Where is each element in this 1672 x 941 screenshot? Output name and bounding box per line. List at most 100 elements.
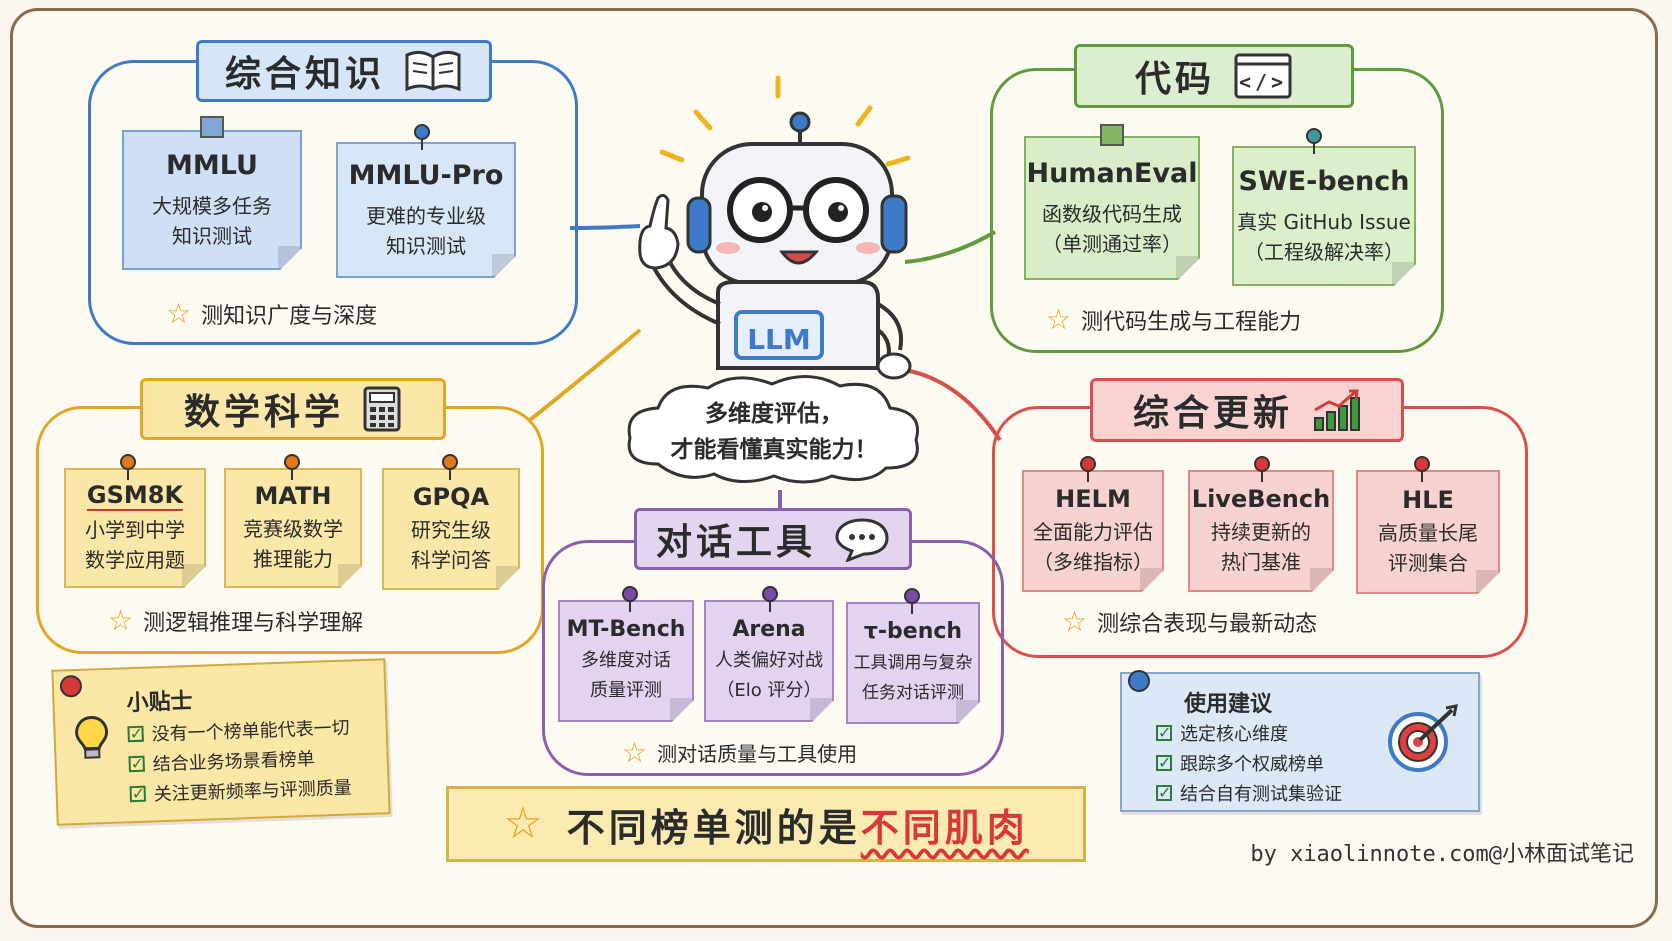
note-humaneval: HumanEval 函数级代码生成 （单测通过率） (1024, 136, 1200, 280)
note-desc: 研究生级 (411, 518, 491, 542)
note-desc: 评测集合 (1388, 551, 1468, 575)
note-desc: （Elo 评分） (716, 679, 822, 701)
banner-text: 不同榜单测的是 (566, 805, 861, 850)
advice-card: 使用建议 ✓选定核心维度 ✓跟踪多个权威榜单 ✓结合自有测试集验证 (1120, 670, 1480, 812)
note-title: HELM (1055, 485, 1131, 513)
checkbox-icon: ✓ (1156, 723, 1172, 742)
note-title: HumanEval (1026, 157, 1198, 189)
math-title-box: 数学科学 (140, 378, 446, 440)
cloud-line-1: 多维度评估， (705, 401, 843, 427)
note-mmlu: MMLU 大规模多任务 知识测试 (122, 130, 302, 270)
note-mt-bench: MT-Bench 多维度对话 质量评测 (558, 600, 694, 722)
checkbox-icon: ✓ (1156, 753, 1172, 772)
note-desc: 工具调用与复杂 (853, 652, 973, 673)
pin-icon (904, 588, 920, 614)
thought-cloud: 多维度评估， 才能看懂真实能力！ (618, 368, 930, 488)
note-title: MATH (254, 482, 332, 510)
pin-icon (284, 454, 300, 480)
note-desc: 持续更新的 (1211, 520, 1311, 544)
pin-icon (1080, 456, 1096, 482)
note-desc: 人类偏好对战 (715, 649, 823, 671)
note-desc: 多维度对话 (581, 649, 671, 671)
note-title: GSM8K (86, 481, 184, 509)
update-title: 综合更新 (1132, 393, 1293, 434)
checkbox-icon: ✓ (129, 783, 147, 804)
chat-bubble-icon (834, 516, 890, 562)
svg-text:</>: </> (1239, 70, 1287, 94)
note-desc: 大规模多任务 (152, 193, 272, 218)
note-desc: 数学应用题 (85, 548, 185, 572)
note-arena: Arena 人类偏好对战 （Elo 评分） (704, 600, 834, 722)
calculator-icon (362, 385, 402, 433)
advice-item: ✓结合自有测试集验证 (1156, 783, 1342, 805)
lightbulb-icon (73, 714, 111, 765)
note-math: MATH 竞赛级数学 推理能力 (224, 468, 362, 588)
advice-item: ✓选定核心维度 (1156, 723, 1288, 745)
credit-text: by xiaolinnote.com@小林面试笔记 (1250, 842, 1634, 867)
note-title: HLE (1402, 486, 1454, 514)
note-desc: 全面能力评估 (1033, 520, 1153, 544)
advice-item: ✓跟踪多个权威榜单 (1156, 753, 1324, 775)
note-desc: 函数级代码生成 (1042, 201, 1182, 226)
pin-icon (762, 586, 778, 612)
robot-badge: LLM (747, 322, 811, 356)
advice-title: 使用建议 (1184, 692, 1273, 717)
code-title-box: 代码 </> (1074, 44, 1354, 108)
knowledge-title-box: 综合知识 (196, 40, 492, 102)
note-title: Arena (732, 616, 806, 642)
update-title-box: 综合更新 (1090, 378, 1404, 442)
target-icon (1384, 704, 1464, 778)
pin-icon (414, 124, 430, 150)
note-desc: 热门基准 (1221, 550, 1301, 574)
note-livebench: LiveBench 持续更新的 热门基准 (1188, 470, 1334, 592)
checkbox-icon: ✓ (127, 723, 144, 744)
note-gsm8k: GSM8K 小学到中学 数学应用题 (64, 468, 206, 588)
pin-icon (1254, 456, 1270, 482)
dialog-title-box: 对话工具 (634, 508, 912, 570)
note-desc: 高质量长尾 (1378, 521, 1478, 545)
pushpin-icon (1128, 670, 1150, 692)
checkbox-icon: ✓ (1156, 783, 1172, 802)
update-footer-text: 测综合表现与最新动态 (1097, 612, 1318, 637)
note-desc: 竞赛级数学 (243, 517, 343, 541)
banner-emphasis: 不同肌肉 (860, 805, 1029, 850)
pin-icon (1414, 456, 1430, 482)
code-footer-text: 测代码生成与工程能力 (1081, 310, 1302, 335)
knowledge-footer: ☆ 测知识广度与深度 (166, 298, 377, 330)
note-desc: 知识测试 (172, 223, 252, 248)
note-desc: 小学到中学 (85, 518, 185, 542)
note-desc: 质量评测 (590, 679, 662, 701)
dialog-footer: ☆ 测对话质量与工具使用 (622, 738, 857, 767)
note-desc: 知识测试 (386, 233, 466, 258)
note-title: MMLU (166, 149, 258, 181)
tips-card: 小贴士 ✓没有一个榜单能代表一切 ✓结合业务场景看榜单 ✓关注更新频率与评测质量 (51, 658, 391, 826)
pin-icon (1306, 128, 1322, 154)
pin-icon (442, 454, 458, 480)
star-icon: ☆ (1062, 605, 1088, 638)
note-title: LiveBench (1191, 485, 1331, 513)
robot-illustration: LLM (610, 68, 930, 398)
note-desc: （单测通过率） (1042, 231, 1182, 256)
tips-title: 小贴士 (126, 688, 194, 717)
bottom-banner: ☆ 不同榜单测的是不同肌肉 (446, 786, 1086, 862)
note-title: MMLU-Pro (348, 159, 504, 191)
note-desc: 更难的专业级 (366, 203, 486, 228)
code-title: 代码 (1134, 59, 1215, 100)
note-gpqa: GPQA 研究生级 科学问答 (382, 468, 520, 590)
update-footer: ☆ 测综合表现与最新动态 (1062, 606, 1317, 638)
growth-chart-icon (1311, 388, 1361, 432)
note-title: GPQA (412, 483, 490, 511)
pushpin-icon (59, 674, 83, 698)
dialog-footer-text: 测对话质量与工具使用 (657, 742, 858, 766)
note-mmlu-pro: MMLU-Pro 更难的专业级 知识测试 (336, 142, 516, 278)
cloud-line-2: 才能看懂真实能力！ (670, 437, 878, 463)
open-book-icon (403, 49, 463, 93)
note-desc: 科学问答 (411, 548, 491, 572)
dialog-title: 对话工具 (655, 522, 816, 563)
note-title: SWE-bench (1238, 165, 1410, 197)
tape-icon (200, 116, 224, 138)
star-icon: ☆ (1046, 303, 1072, 336)
star-icon: ☆ (108, 604, 134, 637)
note-hle: HLE 高质量长尾 评测集合 (1356, 470, 1500, 594)
pin-icon (120, 454, 136, 480)
